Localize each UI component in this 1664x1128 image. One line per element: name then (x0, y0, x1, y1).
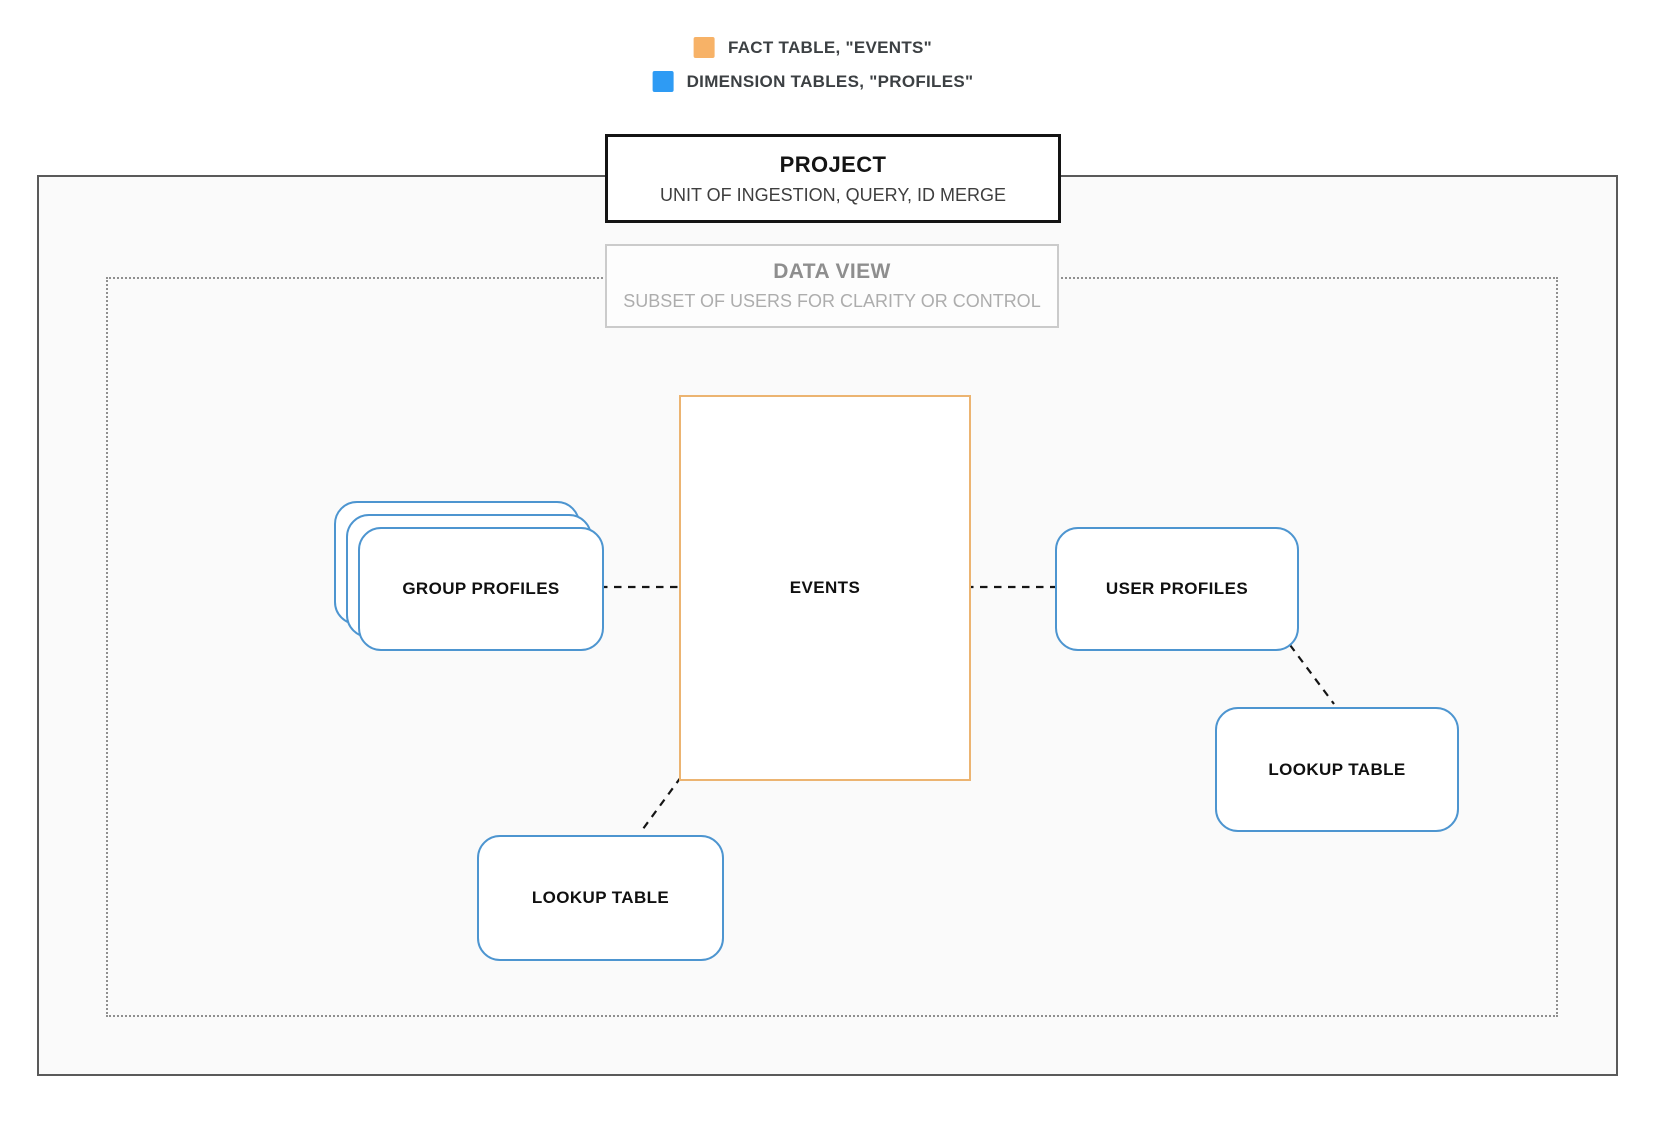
legend: FACT TABLE, "EVENTS" DIMENSION TABLES, "… (652, 37, 974, 92)
project-label-box: PROJECT UNIT OF INGESTION, QUERY, ID MER… (605, 134, 1061, 223)
group-profiles-label: GROUP PROFILES (402, 579, 560, 598)
project-subtitle: UNIT OF INGESTION, QUERY, ID MERGE (659, 184, 1007, 205)
node-user-profiles: USER PROFILES (1055, 527, 1299, 651)
events-label: EVENTS (789, 578, 861, 597)
project-title: PROJECT (779, 151, 887, 177)
node-group-profiles: GROUP PROFILES (358, 527, 604, 651)
legend-item-fact-table: FACT TABLE, "EVENTS" (693, 37, 933, 58)
legend-item-fact-table-label: FACT TABLE, "EVENTS" (727, 37, 933, 57)
fact-table-swatch-icon (693, 37, 715, 58)
lookup-table-right-label: LOOKUP TABLE (1268, 759, 1406, 779)
lookup-table-bottom-label: LOOKUP TABLE (531, 888, 670, 907)
legend-item-dimension-tables: DIMENSION TABLES, "PROFILES" (652, 71, 974, 92)
legend-item-dimension-tables-label: DIMENSION TABLES, "PROFILES" (686, 71, 974, 91)
node-lookup-table-bottom: LOOKUP TABLE (477, 835, 724, 961)
data-view-subtitle: SUBSET OF USERS FOR CLARITY OR CONTROL (623, 291, 1041, 311)
dimension-tables-swatch-icon (652, 71, 674, 92)
data-view-title: DATA VIEW (773, 260, 891, 283)
node-events: EVENTS (679, 395, 971, 781)
user-profiles-label: USER PROFILES (1105, 579, 1249, 598)
node-lookup-table-right: LOOKUP TABLE (1215, 707, 1459, 832)
data-view-label-box: DATA VIEW SUBSET OF USERS FOR CLARITY OR… (605, 244, 1059, 328)
